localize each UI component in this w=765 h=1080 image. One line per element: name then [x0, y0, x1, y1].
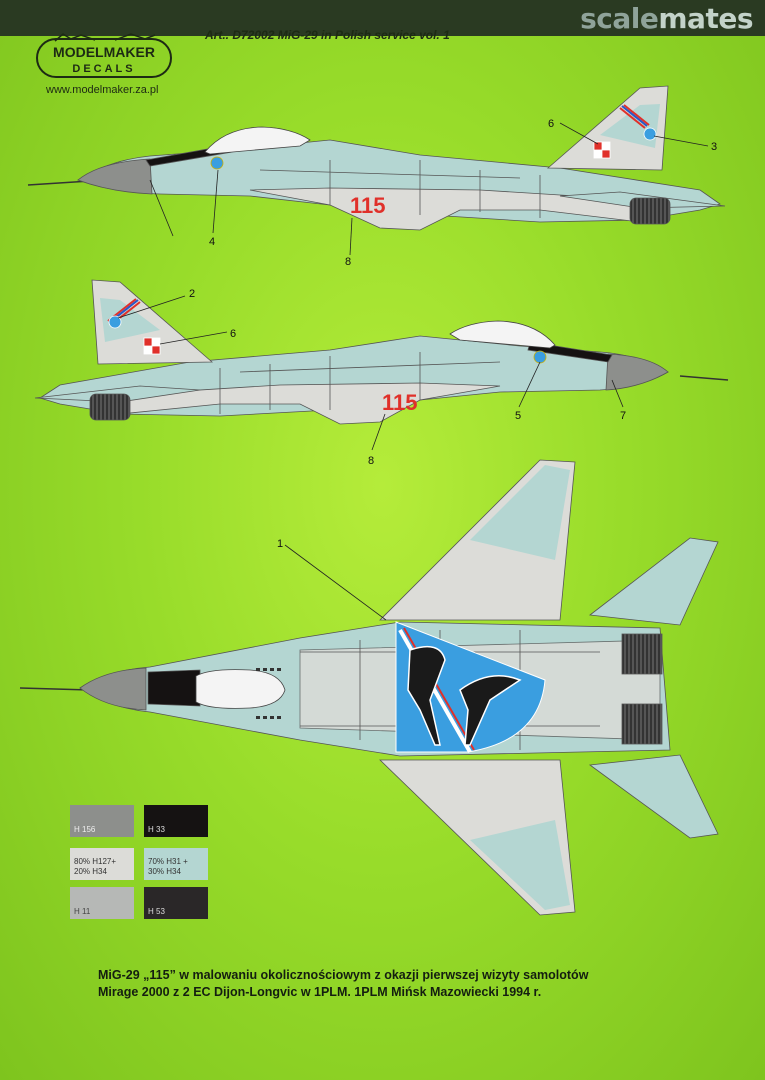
- callout-5: 5: [515, 410, 521, 422]
- callout-8a: 8: [345, 256, 351, 268]
- swatch-label: H 11: [74, 907, 91, 916]
- swatch-label-line2: 20% H34: [74, 867, 107, 876]
- callout-8b: 8: [368, 455, 374, 467]
- swatch-label: H 156: [74, 825, 96, 834]
- swatch-h156: H 156: [70, 805, 134, 837]
- aircraft-code-side1: 115: [350, 193, 386, 218]
- callout-3: 3: [711, 141, 717, 153]
- swatch-label: H 53: [148, 907, 165, 916]
- swatch-h127-h34: 80% H127+20% H34: [70, 848, 134, 880]
- swatch-h53: H 53: [144, 887, 208, 919]
- side-view-right: [34, 279, 729, 425]
- swatch-label: H 33: [148, 825, 165, 834]
- swatch-h31-h34: 70% H31 +30% H34: [144, 848, 208, 880]
- logo-url[interactable]: www.modelmaker.za.pl: [46, 84, 159, 96]
- callout-7: 7: [620, 410, 626, 422]
- callout-6a: 6: [548, 118, 554, 130]
- scalemates-brand[interactable]: scalemates: [580, 2, 753, 35]
- top-bar: [0, 0, 765, 36]
- callout-lines: [117, 122, 709, 621]
- modelmaker-logo: MODELMAKER DECALS: [36, 33, 172, 78]
- article-title: Art.. D72002 MiG-29 in Polish service vo…: [205, 28, 450, 42]
- swatch-label-line2: 30% H34: [148, 867, 181, 876]
- brand-part1: scale: [580, 2, 659, 35]
- caption-line2: Mirage 2000 z 2 EC Dijon-Longvic w 1PLM.…: [98, 985, 542, 999]
- caption-line1: MiG-29 „115” w malowaniu okolicznościowy…: [98, 968, 589, 982]
- callout-1: 1: [277, 538, 283, 550]
- callout-2: 2: [189, 288, 195, 300]
- swatch-label-line1: 80% H127+: [74, 857, 117, 866]
- brand-part2: mates: [658, 2, 753, 35]
- aircraft-code-side2: 115: [382, 390, 418, 415]
- top-view: [19, 459, 719, 916]
- callout-4: 4: [209, 236, 215, 248]
- callout-6b: 6: [230, 328, 236, 340]
- callout-numbers: 1 2 3 4 5 6 6 7 8 8: [189, 118, 717, 550]
- logo-line1: MODELMAKER: [53, 44, 155, 60]
- caption: MiG-29 „115” w malowaniu okolicznościowy…: [98, 967, 738, 1001]
- side-view-left: [27, 85, 726, 231]
- squadron-emblem: [395, 621, 546, 753]
- logo-line2: DECALS: [72, 63, 135, 75]
- swatch-label-line1: 70% H31 +: [148, 857, 188, 866]
- swatch-h11: H 11: [70, 887, 134, 919]
- swatch-h33: H 33: [144, 805, 208, 837]
